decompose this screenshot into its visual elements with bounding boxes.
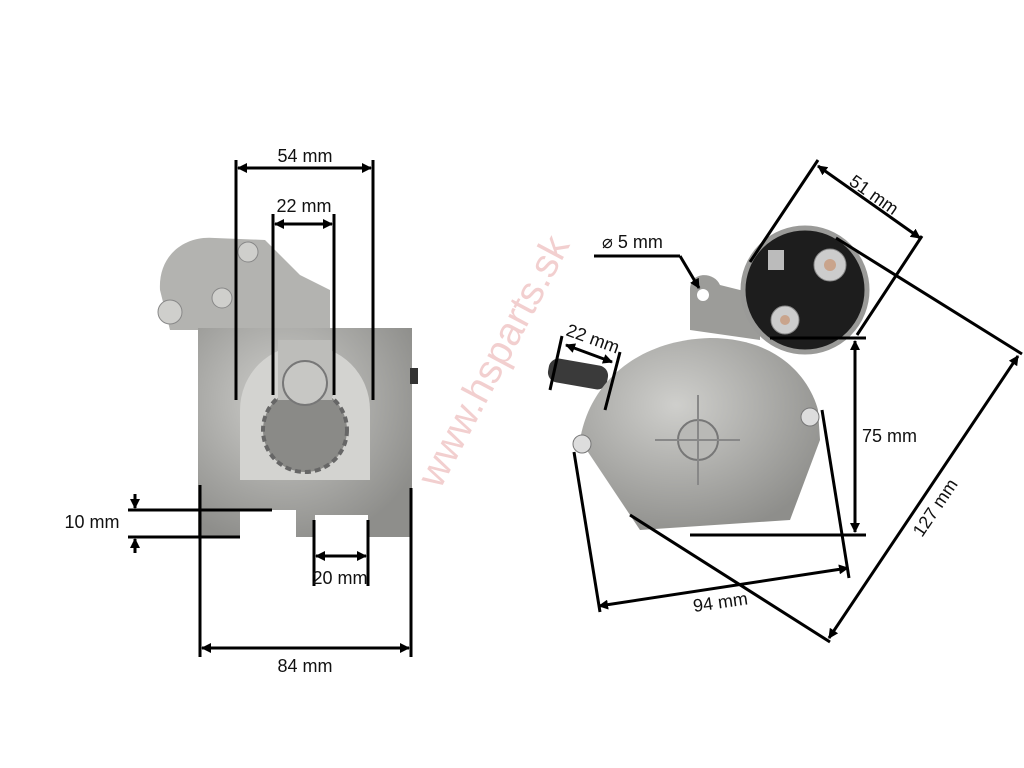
bolt-icon <box>157 299 183 325</box>
spade-terminal <box>768 250 784 270</box>
dim-94: 94 mm <box>692 588 749 615</box>
dim-hole: ⌀ 5 mm <box>602 232 663 252</box>
rear-view-starter <box>547 225 870 530</box>
cable-stub <box>547 358 609 390</box>
bolt-icon <box>800 407 820 427</box>
dim-20: 20 mm <box>312 568 367 588</box>
bolt-icon <box>237 241 259 263</box>
dim-22-stub: 22 mm <box>564 320 623 358</box>
shaft-end <box>282 360 328 406</box>
front-dimensions: 54 mm 22 mm 10 mm 20 mm 84 mm <box>64 146 413 676</box>
front-view-starter <box>157 237 418 537</box>
terminal-stub <box>410 368 418 384</box>
dim-10: 10 mm <box>64 512 119 532</box>
dim-54: 54 mm <box>277 146 332 166</box>
dim-84: 84 mm <box>277 656 332 676</box>
bolt-icon <box>211 287 233 309</box>
dim-51: 51 mm <box>846 171 903 219</box>
front-housing <box>159 237 330 330</box>
bolt-icon <box>572 434 592 454</box>
pinion-gear <box>261 386 349 474</box>
dim-75: 75 mm <box>862 426 917 446</box>
dim-22: 22 mm <box>276 196 331 216</box>
mount-hole <box>697 289 709 301</box>
